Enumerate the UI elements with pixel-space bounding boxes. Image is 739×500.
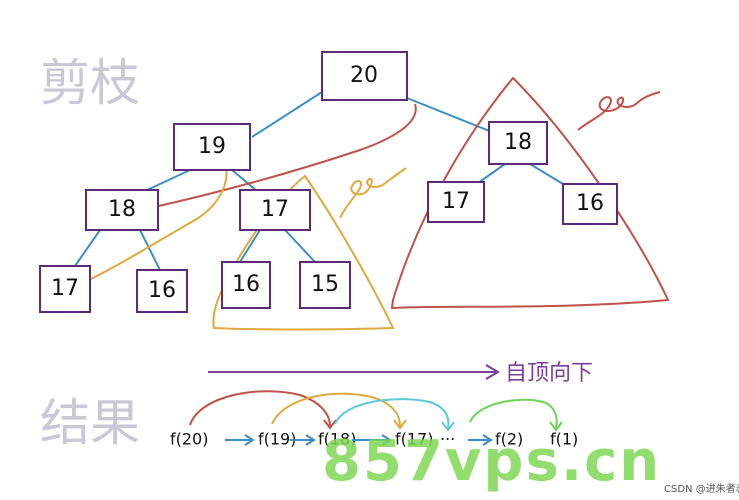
node-17-right-label: 17 [442,189,470,214]
result-label: 结果 [40,394,140,452]
edge-20-18r [406,97,493,133]
pruning-label: 剪枝 [40,54,140,112]
seq-f1: f(1) [550,430,578,449]
seq-f2: f(2) [495,430,523,449]
edge-19-17m [231,169,258,192]
node-18-left: 18 [85,189,159,231]
tree-edges [74,91,569,271]
node-16-right: 16 [562,183,618,225]
node-16-right-label: 16 [576,191,604,216]
seq-f20: f(20) [170,430,208,449]
edge-17m-15m [284,229,316,263]
watermark-credit: CSDN @进朱者赤 [664,483,739,495]
prune-curl-orange [339,167,407,219]
seq-arc-teal [334,398,450,429]
seq-arc-green-head [549,421,563,432]
tree-nodes: 20 19 18 18 17 17 [39,51,618,313]
node-17-left-label: 17 [51,276,79,301]
seq-arc-green [469,398,558,429]
prune-link-orange [84,159,228,283]
top-down-arrow: 自顶向下 [208,361,593,386]
top-down-arrow-head [485,364,500,380]
node-15-mid-label: 15 [311,272,339,297]
node-19-label: 19 [198,134,226,159]
node-18-right-label: 18 [504,130,532,155]
node-20-label: 20 [350,63,378,88]
seq-ellipsis: ··· [440,430,455,449]
seq-arc-orange [271,392,401,427]
node-17-left: 17 [39,265,91,313]
node-19: 19 [173,123,251,171]
edge-18l-17l [74,229,101,267]
prune-link-red [149,103,417,209]
seq-arc-orange-head [393,419,407,430]
node-16-mid: 16 [221,261,271,309]
seq-f19: f(19) [258,430,296,449]
top-down-label: 自顶向下 [505,361,593,386]
node-17-mid-label: 17 [261,197,289,222]
seq-arc-red-head [323,419,337,430]
node-18-right: 18 [488,121,548,165]
edge-19-18l [144,169,191,192]
watermark-site: 857vps.cn [322,429,661,494]
edge-18r-17r [477,163,506,184]
node-18-left-label: 18 [108,197,136,222]
node-17-mid: 17 [239,189,311,231]
edge-17m-16m [239,229,261,263]
seq-arc-red [189,390,331,427]
node-16-left: 16 [136,269,188,313]
node-20: 20 [321,51,408,101]
edge-20-19 [251,91,323,138]
edge-18r-16r [529,163,569,188]
seq-arrows [225,434,493,446]
seq-f18: f(18) [318,430,356,449]
node-17-right: 17 [427,181,485,223]
seq-f17: f(17) [395,430,433,449]
node-15-mid: 15 [299,261,351,309]
prune-triangle-orange [212,174,395,331]
seq-arc-teal-head [441,421,455,432]
node-16-left-label: 16 [148,278,176,303]
node-16-mid-label: 16 [232,272,260,297]
memo-sequence: f(20) f(19) f(18) f(17) ··· f(2) f(1) [170,390,578,449]
prune-curl-red [577,91,661,131]
edge-18l-16l [139,229,161,271]
